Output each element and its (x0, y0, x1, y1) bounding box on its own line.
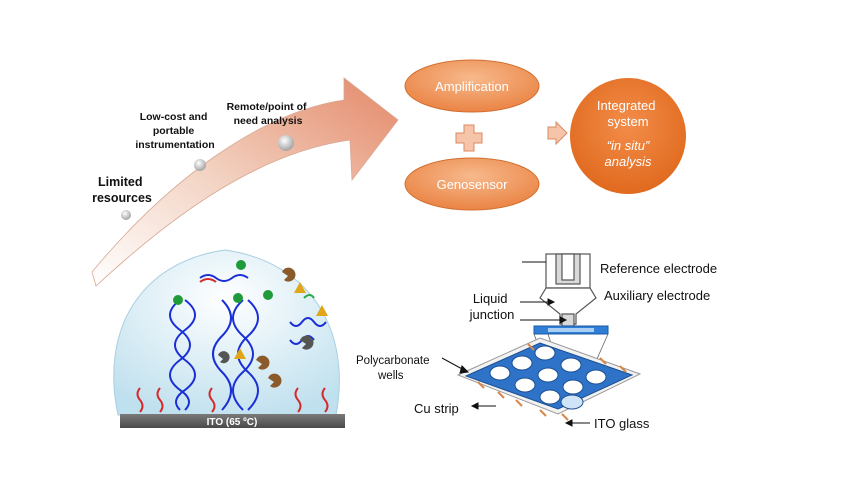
progress-arrow (91, 77, 399, 287)
annotation-arrows (441, 261, 590, 427)
cu-strip-label: Cu strip (414, 401, 459, 416)
genosensor-oval (404, 157, 540, 211)
ito-substrate (120, 414, 345, 428)
cu-strip-contacts (477, 343, 627, 421)
stage3-label: Remote/point of need analysis (227, 101, 310, 127)
stage-marker-1 (121, 210, 131, 220)
analysis-label: analysis (605, 154, 652, 169)
in-situ-label: “in situ” (607, 138, 650, 153)
ito-substrate-label: ITO (65 ºC) (207, 417, 258, 428)
integrated-system-label: Integrated system (597, 98, 659, 129)
amplification-label: Amplification (435, 79, 509, 94)
polycarbonate-wells-label: Polycarbonate wells (356, 355, 433, 382)
surface-strands (136, 387, 329, 413)
reference-electrode-label: Reference electrode (600, 261, 717, 276)
dna-helix-left (169, 299, 196, 411)
probe-markers (173, 260, 328, 388)
liquid-junction-label: Liquid junction (469, 291, 515, 322)
stage1-label: Limited resources (92, 175, 152, 205)
chevron-right-icon (547, 120, 568, 146)
well-array (489, 345, 607, 410)
reaction-bubble (113, 249, 340, 416)
ito-glass-label: ITO glass (594, 416, 650, 431)
stage-marker-3 (278, 135, 294, 151)
plus-icon (455, 124, 483, 152)
amplification-oval (404, 59, 540, 113)
integrated-system-circle (570, 78, 686, 194)
auxiliary-electrode-label: Auxiliary electrode (604, 288, 710, 303)
genosensor-label: Genosensor (437, 177, 508, 192)
electrode-holder (539, 253, 597, 327)
stage-marker-2 (194, 159, 206, 171)
stage2-label: Low-cost and portable instrumentation (135, 111, 214, 151)
